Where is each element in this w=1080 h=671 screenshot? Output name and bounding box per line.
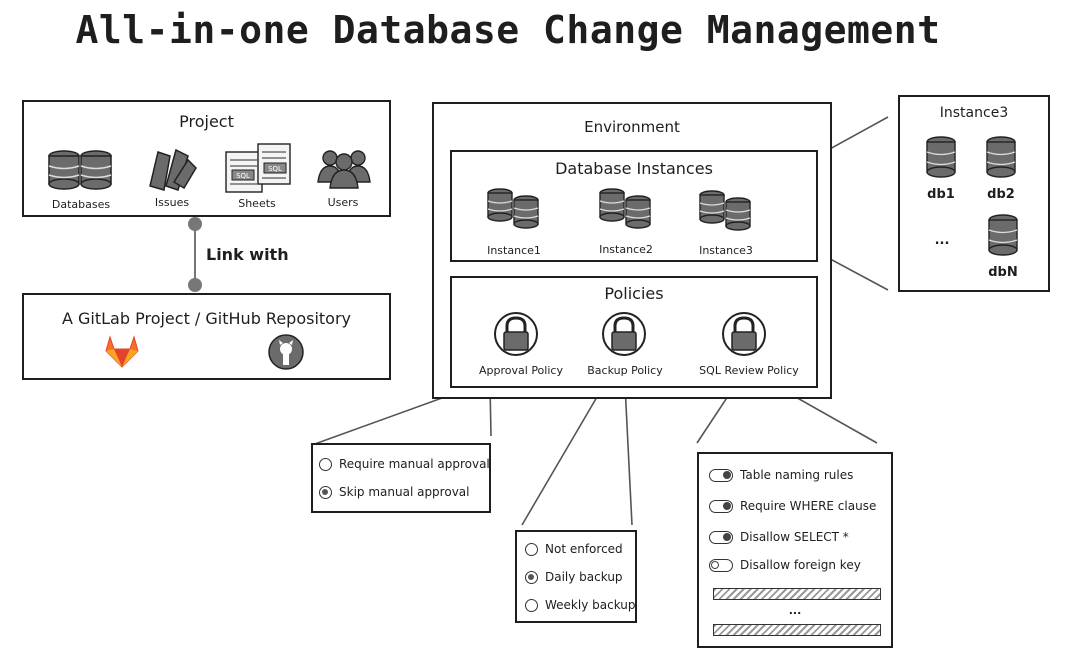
approval-option-label: Require manual approval (339, 457, 490, 471)
vcs-box: A GitLab Project / GitHub Repository (22, 293, 391, 380)
backup-option-label: Daily backup (545, 570, 623, 584)
review-rule-label: Disallow foreign key (740, 558, 861, 572)
toggle-on-icon (709, 468, 733, 482)
policy-label-backup: Backup Policy (587, 364, 663, 377)
instances-title: Database Instances (555, 159, 713, 178)
toggle-off-icon (709, 558, 733, 572)
instance3-box: Instance3 db1 db2 ... dbN (898, 95, 1050, 292)
backup-option-label: Not enforced (545, 542, 623, 556)
backup-connector-right (624, 384, 633, 526)
db-label-n: dbN (988, 265, 1018, 280)
approval-options-box: Require manual approval Skip manual appr… (311, 443, 491, 513)
project-item-sheets: Sheets (238, 197, 276, 210)
backup-option-label: Weekly backup (545, 598, 636, 612)
project-box: Project Databases Issues SQL (22, 100, 391, 217)
review-rule-label: Disallow SELECT * (740, 530, 849, 544)
dbn-icon (988, 214, 1018, 256)
review-rule-require-where[interactable]: Require WHERE clause (709, 499, 876, 513)
backup-option-weekly[interactable]: Weekly backup (525, 598, 636, 612)
sheet-badge-left: SQL (236, 172, 250, 180)
instance-label-3: Instance3 (699, 244, 753, 257)
radio-icon (525, 542, 538, 556)
radio-icon (525, 598, 538, 612)
database-instances-box: Database Instances Instance1 Instance2 (450, 150, 818, 262)
instance-label-2: Instance2 (599, 243, 653, 256)
sql-review-rules-box: Table naming rules Require WHERE clause … (697, 452, 893, 648)
environment-box: Environment Database Instances Instance1… (432, 102, 832, 399)
review-rule-disallow-select-star[interactable]: Disallow SELECT * (709, 530, 849, 544)
toggle-on-icon (709, 499, 733, 513)
radio-checked-icon (525, 570, 538, 584)
db-label-1: db1 (927, 187, 955, 202)
backup-policy-icon (602, 312, 646, 356)
project-item-users: Users (327, 196, 359, 209)
instance-label-1: Instance1 (487, 244, 541, 257)
link-label: Link with (206, 245, 289, 264)
review-rule-disallow-foreign-key[interactable]: Disallow foreign key (709, 558, 861, 572)
db-ellipsis: ... (934, 233, 950, 248)
policies-box: Policies Approval Policy Backup Policy S… (450, 276, 818, 388)
instance3-title: Instance3 (939, 105, 1009, 121)
instance3-icon (699, 190, 751, 231)
database-icon (48, 150, 112, 190)
db2-icon (986, 136, 1016, 178)
approval-policy-icon (494, 312, 538, 356)
placeholder-rule-bar (713, 624, 881, 636)
policy-label-approval: Approval Policy (479, 364, 563, 377)
backup-option-not-enforced[interactable]: Not enforced (525, 542, 623, 556)
radio-checked-icon (319, 485, 332, 499)
approval-option-require[interactable]: Require manual approval (319, 457, 490, 471)
link-node-top (188, 217, 202, 231)
approval-option-skip[interactable]: Skip manual approval (319, 485, 469, 499)
toggle-on-icon (709, 530, 733, 544)
backup-options-box: Not enforced Daily backup Weekly backup (515, 530, 637, 623)
db-label-2: db2 (987, 187, 1015, 202)
approval-option-label: Skip manual approval (339, 485, 470, 499)
project-item-databases: Databases (51, 198, 111, 211)
radio-icon (319, 457, 332, 471)
placeholder-rule-bar (713, 588, 881, 600)
instance1-icon (487, 188, 539, 229)
users-icon (317, 150, 371, 189)
environment-title: Environment (584, 118, 680, 136)
project-item-issues: Issues (154, 196, 190, 209)
review-rule-table-naming[interactable]: Table naming rules (709, 468, 853, 482)
sheet-badge-right: SQL (268, 165, 282, 173)
review-rule-label: Require WHERE clause (740, 499, 877, 513)
backup-connector-left (521, 384, 605, 526)
link-node-bottom (188, 278, 202, 292)
page-title: All-in-one Database Change Management (75, 8, 941, 52)
gitlab-icon (105, 335, 139, 368)
backup-option-daily[interactable]: Daily backup (525, 570, 623, 584)
policies-title: Policies (604, 284, 664, 303)
vcs-title: A GitLab Project / GitHub Repository (61, 309, 352, 328)
sheets-icon: SQL SQL (225, 143, 291, 193)
db1-icon (926, 136, 956, 178)
instance2-icon (599, 188, 651, 229)
sql-review-policy-icon (722, 312, 766, 356)
project-title: Project (179, 112, 234, 131)
review-rule-label: Table naming rules (740, 468, 854, 482)
review-ellipsis: ... (788, 604, 802, 617)
github-icon (268, 334, 304, 370)
issues-icon (149, 148, 197, 191)
policy-label-sql-review: SQL Review Policy (699, 364, 799, 377)
